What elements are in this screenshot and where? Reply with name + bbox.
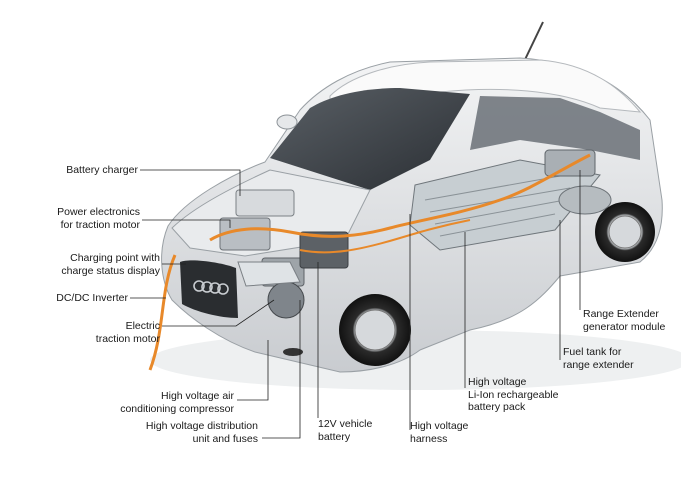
label-charging-point: Charging point with charge status displa…: [61, 252, 160, 277]
leader-battery-charger: [140, 169, 241, 196]
label-range-extender: Range Extender generator module: [583, 308, 666, 333]
windshield: [270, 88, 470, 190]
label-12v-battery: 12V vehicle battery: [318, 418, 373, 443]
label-hv-harness: High voltage harness: [410, 420, 469, 445]
leader-hv-ac: [237, 340, 269, 401]
battery-charger-box: [235, 189, 295, 217]
label-electric-traction-motor: Electric traction motor: [95, 320, 160, 345]
leader-power-electronics: [142, 219, 231, 228]
leader-hv-distribution: [262, 300, 301, 439]
label-hv-air-conditioning: High voltage air conditioning compressor: [120, 390, 234, 415]
fuel-tank: [558, 185, 612, 215]
headlight: [237, 261, 301, 287]
label-hv-battery-pack: High voltage Li-Ion rechargeable battery…: [468, 376, 559, 413]
label-battery-charger: Battery charger: [66, 164, 138, 176]
rear-window: [470, 96, 640, 160]
hv-harness: [148, 153, 591, 371]
leader-traction-motor: [162, 299, 275, 327]
label-fuel-tank: Fuel tank for range extender: [563, 346, 634, 371]
side-mirror: [276, 114, 298, 130]
grille: [180, 260, 238, 318]
label-power-electronics: Power electronics for traction motor: [57, 206, 140, 231]
label-dcdc-inverter: DC/DC Inverter: [56, 292, 128, 304]
label-hv-distribution: High voltage distribution unit and fuses: [145, 420, 258, 445]
range-extender-module: [544, 149, 596, 177]
